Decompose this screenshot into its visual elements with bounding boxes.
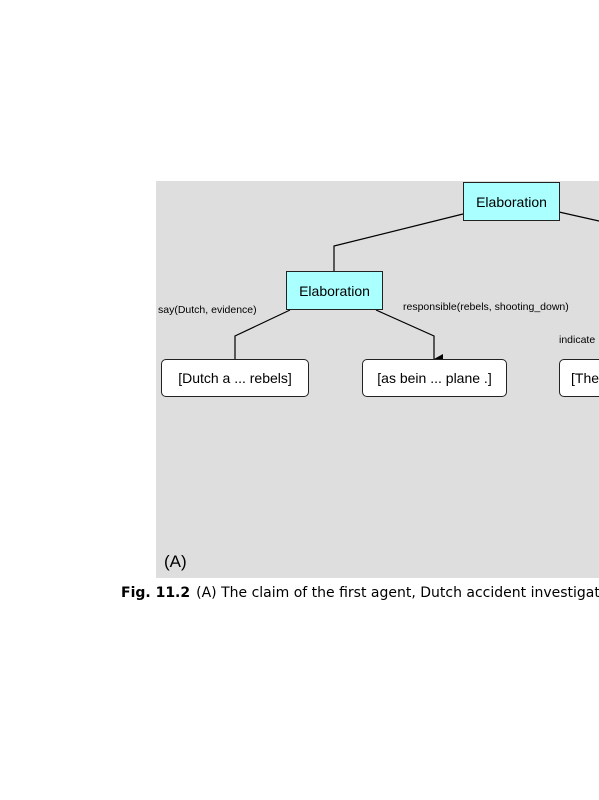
edge-child-to-left-segment bbox=[234, 309, 291, 359]
connector-lines bbox=[234, 211, 599, 364]
edge-child-to-middle-segment bbox=[375, 309, 443, 364]
segment-node-1: [Dutch a ... rebels] bbox=[161, 359, 309, 397]
edge-label-right: indicate bbox=[559, 334, 596, 346]
child-relation-node: Elaboration bbox=[286, 271, 383, 310]
caption-text: (A) The claim of the first agent, Dutch … bbox=[196, 585, 599, 601]
panel-label: (A) bbox=[164, 552, 187, 571]
segment-label-1: [Dutch a ... rebels] bbox=[178, 370, 292, 386]
segment-node-3: [The bbox=[559, 359, 599, 397]
segment-label-2: [as bein ... plane .] bbox=[377, 370, 492, 386]
segment-label-3: [The bbox=[571, 370, 599, 386]
figure-number: Fig. 11.2 bbox=[121, 585, 191, 601]
root-relation-node: Elaboration bbox=[463, 182, 560, 221]
child-relation-label: Elaboration bbox=[299, 282, 370, 299]
edge-label-left: say(Dutch, evidence) bbox=[158, 304, 257, 316]
segment-node-2: [as bein ... plane .] bbox=[362, 359, 507, 397]
root-relation-label: Elaboration bbox=[476, 193, 547, 210]
edge-label-middle: responsible(rebels, shooting_down) bbox=[403, 301, 569, 313]
figure-caption: Fig. 11.2 (A) The claim of the first agen… bbox=[121, 585, 599, 601]
diagram-panel: Elaboration Elaboration say(Dutch, evide… bbox=[156, 181, 599, 578]
edge-root-to-right bbox=[558, 211, 599, 222]
edge-root-to-child bbox=[333, 213, 464, 271]
